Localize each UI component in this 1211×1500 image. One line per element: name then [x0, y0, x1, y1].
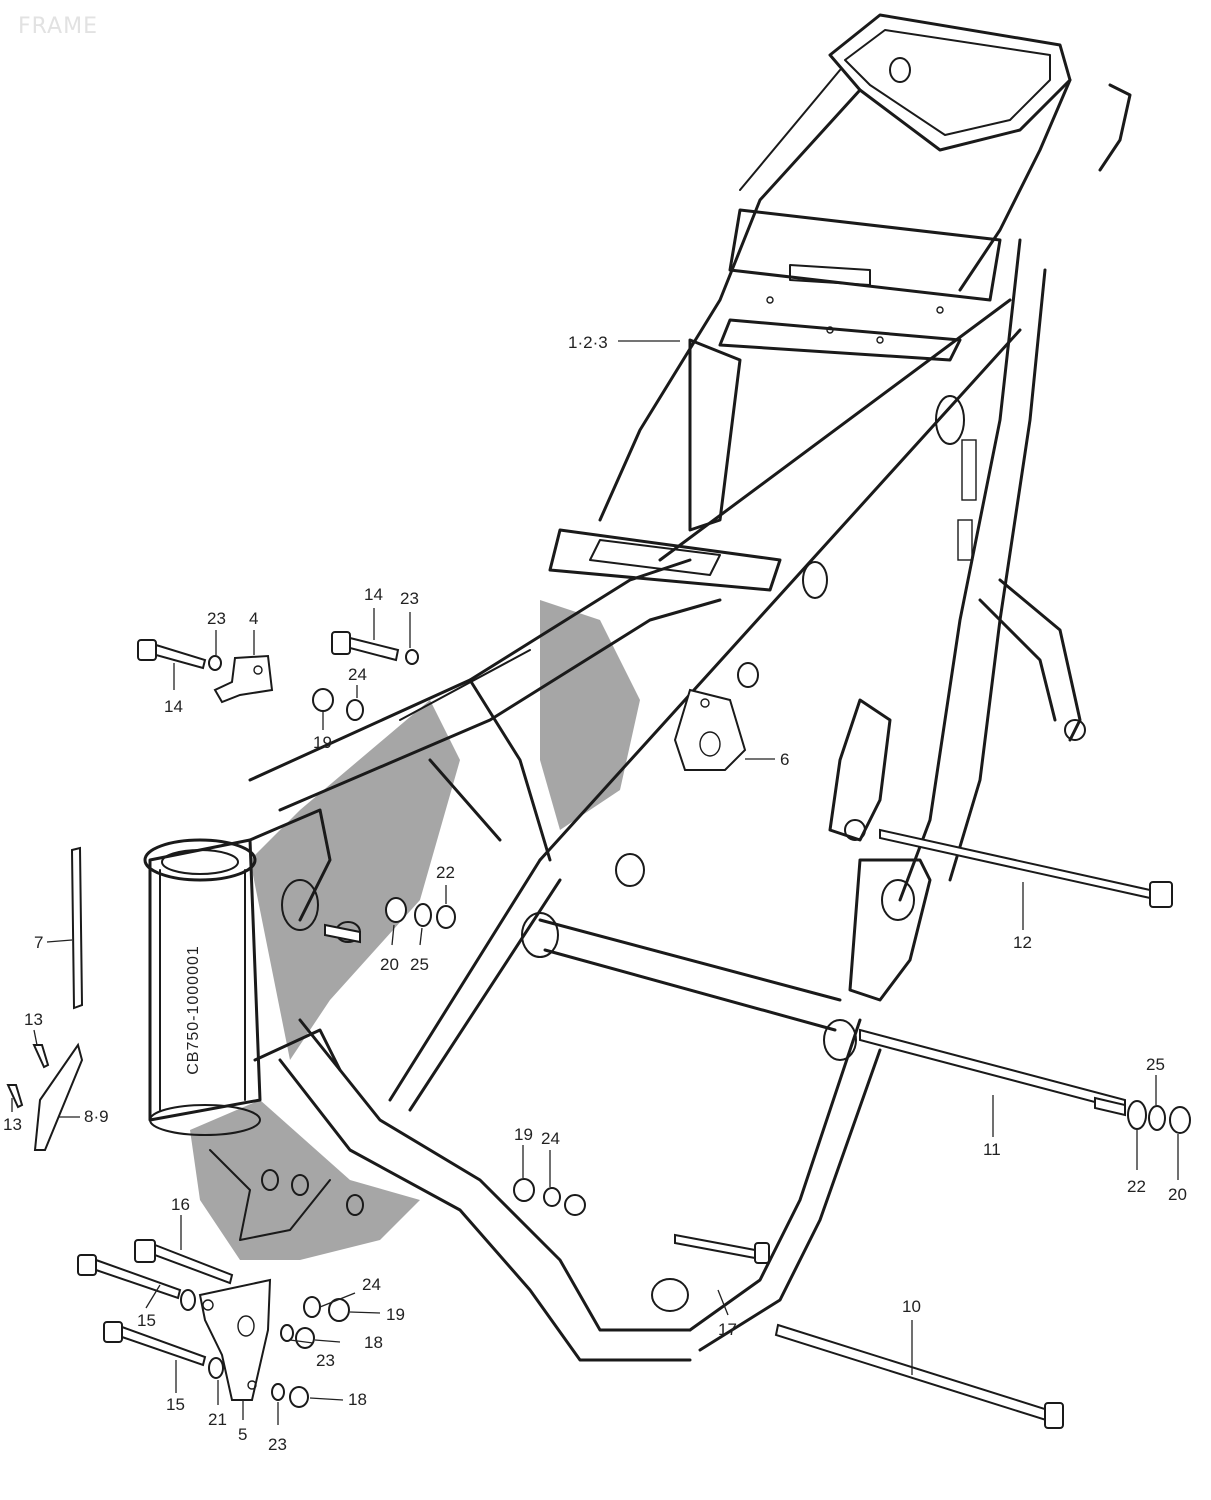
frame-shading-center: [540, 600, 640, 830]
part-spacer-15a: [180, 1289, 196, 1311]
part-15-bolt-top: [77, 1254, 182, 1300]
part-8-9-plate: [33, 1042, 84, 1151]
callout-18-a: 18: [364, 1333, 383, 1352]
part-20-nut-a: [385, 897, 407, 923]
part-22-washer-a: [436, 905, 456, 929]
callout-6: 6: [780, 750, 789, 769]
callout-1-2-3: 1·2·3: [568, 333, 608, 352]
diagram-heading: FRAME: [18, 14, 98, 39]
callout-8-9: 8·9: [84, 1107, 109, 1126]
part-15-bolt-bottom: [103, 1321, 207, 1367]
callout-4: 4: [249, 609, 258, 628]
callout-16: 16: [171, 1195, 190, 1214]
part-14-bolt-right: [331, 631, 400, 662]
part-16-bolt: [134, 1239, 234, 1285]
part-18-nut-a: [295, 1327, 315, 1349]
callout-22-b: 22: [1127, 1177, 1146, 1196]
callout-19-c: 19: [386, 1305, 405, 1324]
callout-10: 10: [902, 1297, 921, 1316]
part-4-bracket: [213, 654, 274, 704]
callout-13-a: 13: [24, 1010, 43, 1029]
part-17-bolt: [674, 1233, 770, 1264]
part-21-washer: [208, 1357, 224, 1379]
callout-23-a: 23: [207, 609, 226, 628]
callout-22-a: 22: [436, 863, 455, 882]
part-10-long-bolt: [774, 1323, 1064, 1429]
callout-20-b: 20: [1168, 1185, 1187, 1204]
callout-18-b: 18: [348, 1390, 367, 1409]
callout-7: 7: [34, 933, 43, 952]
frame-shading-lower: [190, 1100, 420, 1260]
part-23-washer-b: [405, 649, 419, 665]
part-12-long-bolt: [879, 828, 1173, 908]
callout-11: 11: [983, 1140, 1001, 1159]
part-5-bracket: [198, 1278, 272, 1401]
callout-12: 12: [1013, 933, 1032, 952]
part-23-washer-c: [280, 1324, 294, 1342]
callout-25-a: 25: [410, 955, 429, 974]
callout-labels: 1·2·3 4 23 14 14 23 24 19 6 7 12 22 20 2…: [3, 333, 1187, 1454]
part-11-long-bolt: [859, 1028, 1126, 1117]
callout-23-b: 23: [400, 589, 419, 608]
frame-serial-stamp: CB750-1000001: [185, 945, 202, 1075]
part-13-screw-bottom: [6, 1084, 24, 1109]
callout-24-c: 24: [362, 1275, 381, 1294]
callout-15-b: 15: [166, 1395, 185, 1414]
part-18-nut-b: [289, 1386, 309, 1408]
callout-21: 21: [208, 1410, 227, 1429]
part-25-washer-b: [1148, 1105, 1166, 1131]
callout-19-b: 19: [514, 1125, 533, 1144]
callout-15-a: 15: [137, 1311, 156, 1330]
callout-25-b: 25: [1146, 1055, 1165, 1074]
callout-13-b: 13: [3, 1115, 22, 1134]
callout-19-a: 19: [313, 733, 332, 752]
part-24-washer-c: [303, 1296, 321, 1318]
callout-23-c: 23: [316, 1351, 335, 1370]
part-20-nut-b: [1169, 1106, 1191, 1134]
part-7-strip: [70, 846, 84, 1010]
part-6-bracket: [673, 688, 747, 771]
steering-head-tube: [148, 838, 262, 1122]
callout-5: 5: [238, 1425, 247, 1444]
part-22-washer-b: [1127, 1100, 1147, 1130]
callout-24-b: 24: [541, 1129, 560, 1148]
callout-24-a: 24: [348, 665, 367, 684]
part-19-nut-a: [312, 688, 334, 712]
leader-lines: [11, 340, 1179, 1425]
callout-14-b: 14: [364, 585, 383, 604]
callout-20-a: 20: [380, 955, 399, 974]
part-25-washer-a: [414, 903, 432, 927]
frame-shading-left: [250, 700, 460, 1060]
part-23-washer-d: [271, 1383, 285, 1401]
main-frame: CB750-1000001: [143, 13, 1132, 1362]
callout-17: 17: [718, 1320, 737, 1339]
part-23-washer-a: [208, 655, 222, 671]
part-13-screw-top: [32, 1044, 50, 1069]
callout-23-d: 23: [268, 1435, 287, 1454]
callout-14-a: 14: [164, 697, 183, 716]
part-19-nut-b: [513, 1178, 535, 1202]
part-24-washer-b: [543, 1187, 561, 1207]
part-24-washer-a: [346, 699, 364, 721]
part-14-bolt-left: [137, 639, 207, 670]
